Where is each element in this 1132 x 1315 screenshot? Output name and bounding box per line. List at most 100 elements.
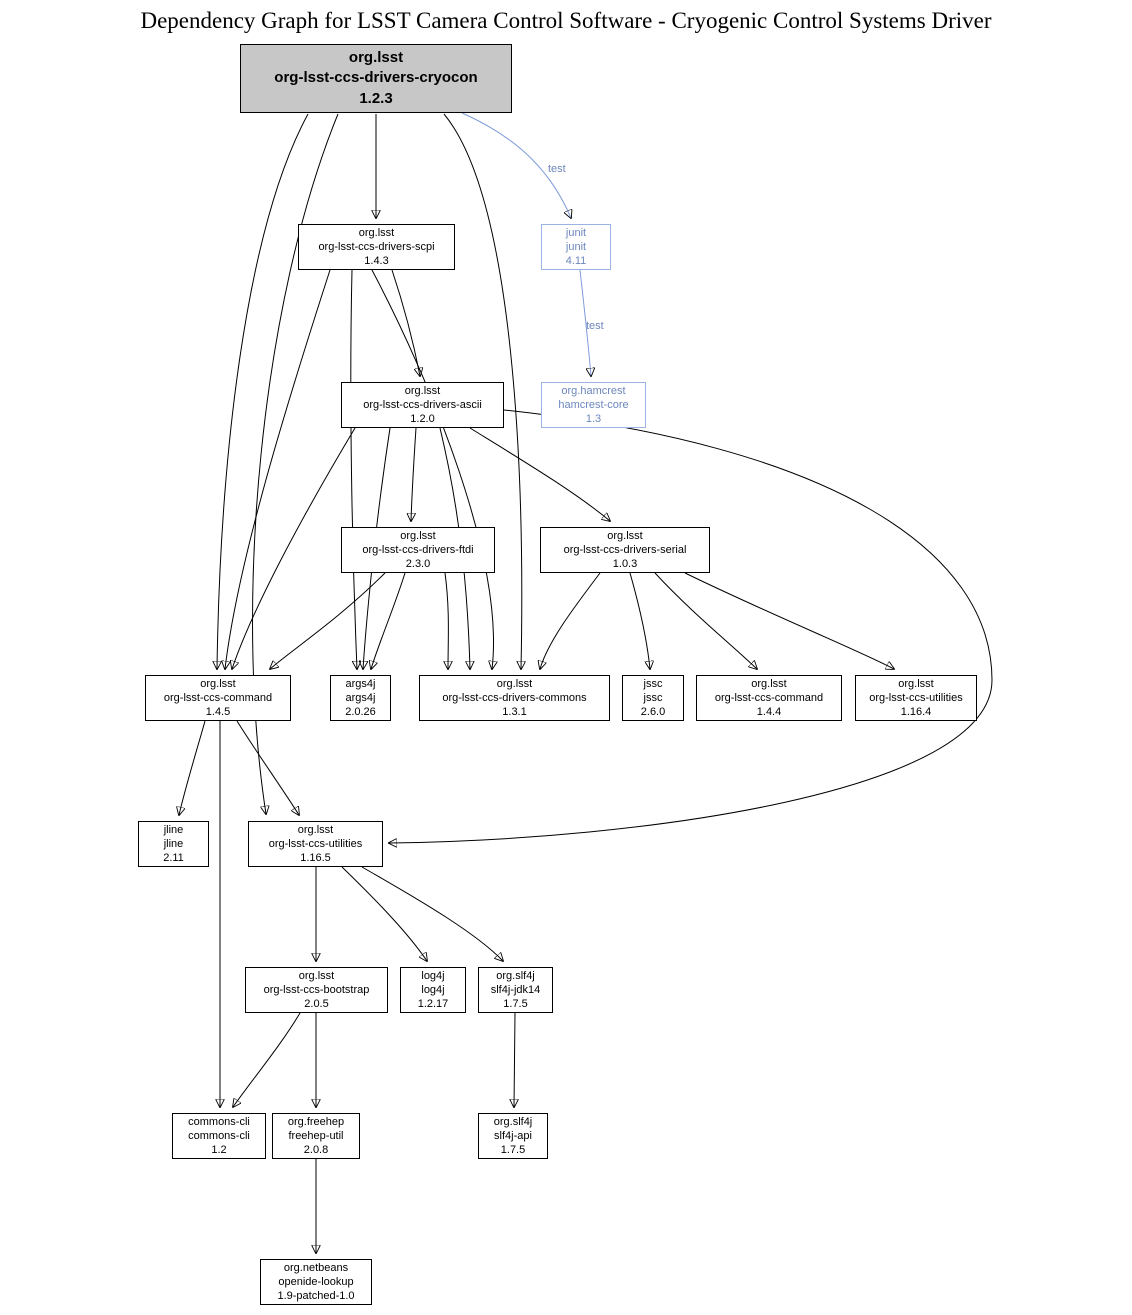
node-group: org.lsst: [358, 226, 395, 239]
node-version: 1.2: [211, 1144, 227, 1157]
node-artifact: junit: [565, 240, 587, 253]
node-version: 1.3: [585, 413, 602, 426]
edge-ftdi-commons-131: [445, 572, 448, 669]
node-version: 2.0.5: [304, 998, 329, 1011]
edge-ascii-utilities-1165: [389, 409, 993, 843]
node-group: org.lsst: [298, 969, 335, 982]
node-drivers-serial: org.lsst org-lsst-ccs-drivers-serial 1.0…: [540, 527, 710, 573]
node-artifact: org-lsst-ccs-drivers-ascii: [363, 398, 482, 411]
node-version: 1.0.3: [612, 558, 638, 571]
node-group: org.lsst: [297, 823, 334, 836]
edge-utilities-1165-log4j: [341, 866, 427, 961]
edge-label-test-cryocon-junit: test: [548, 163, 566, 175]
node-jline: jline jline 2.11: [138, 821, 209, 867]
node-version: 1.2.0: [410, 413, 435, 426]
edge-bootstrap-commons-cli: [233, 1012, 301, 1107]
node-group: org.lsst: [898, 677, 934, 690]
node-artifact: freehep-util: [288, 1129, 344, 1142]
edge-scpi-args4j: [350, 269, 357, 669]
edge-ftdi-args4j: [371, 572, 406, 669]
node-artifact: commons-cli: [188, 1129, 250, 1142]
edge-scpi-commons-131: [371, 269, 493, 669]
node-freehep-util: org.freehep freehep-util 2.0.8: [272, 1113, 360, 1159]
node-artifact: org-lsst-ccs-utilities: [268, 837, 363, 850]
node-slf4j-api: org.slf4j slf4j-api 1.7.5: [478, 1113, 548, 1159]
node-version: 1.16.5: [300, 852, 331, 865]
node-version: 1.7.5: [500, 1144, 526, 1157]
edge-label-test-junit-hamcrest: test: [586, 320, 604, 332]
edge-command-145-utilities-1165: [236, 720, 299, 815]
node-version: 2.0.26: [345, 706, 376, 719]
node-artifact: org-lsst-ccs-command: [163, 691, 273, 704]
edge-ascii-command-145: [232, 427, 356, 669]
edge-serial-commons-131: [540, 572, 601, 669]
node-version: 2.0.8: [303, 1144, 329, 1157]
node-group: org.slf4j: [493, 1115, 533, 1128]
edge-serial-command-144: [654, 572, 757, 669]
node-drivers-cryocon: org.lsst org-lsst-ccs-drivers-cryocon 1.…: [240, 44, 512, 113]
edge-serial-utilities-1164: [684, 572, 894, 669]
node-group: commons-cli: [188, 1115, 250, 1128]
node-artifact: jline: [163, 837, 184, 850]
edge-scpi-command-145: [225, 269, 331, 669]
node-args4j: args4j args4j 2.0.26: [330, 675, 391, 721]
edge-slf4j-jdk14-slf4j-api: [514, 1012, 515, 1107]
node-version: 2.11: [163, 852, 184, 865]
node-log4j: log4j log4j 1.2.17: [400, 967, 466, 1013]
node-drivers-commons: org.lsst org-lsst-ccs-drivers-commons 1.…: [419, 675, 610, 721]
node-artifact: org-lsst-ccs-utilities: [869, 691, 963, 704]
node-hamcrest-core: org.hamcrest hamcrest-core 1.3: [541, 382, 646, 428]
node-group: org.netbeans: [283, 1261, 349, 1274]
node-jssc: jssc jssc 2.6.0: [622, 675, 684, 721]
edge-ascii-ftdi: [411, 427, 417, 521]
node-group: org.lsst: [400, 529, 436, 542]
node-group: org.lsst: [404, 384, 441, 397]
node-artifact: openide-lookup: [278, 1275, 354, 1288]
node-commons-cli: commons-cli commons-cli 1.2: [172, 1113, 266, 1159]
node-artifact: org-lsst-ccs-drivers-cryocon: [274, 69, 478, 87]
node-ccs-command-145: org.lsst org-lsst-ccs-command 1.4.5: [145, 675, 291, 721]
node-artifact: org-lsst-ccs-drivers-serial: [563, 543, 687, 556]
graph-title: Dependency Graph for LSST Camera Control…: [140, 8, 992, 33]
node-artifact: org-lsst-ccs-drivers-commons: [442, 691, 587, 704]
node-ccs-command-144: org.lsst org-lsst-ccs-command 1.4.4: [696, 675, 842, 721]
edge-serial-jssc: [629, 572, 650, 669]
node-version: 1.3.1: [502, 706, 527, 719]
node-version: 2.6.0: [640, 706, 666, 719]
node-drivers-ftdi: org.lsst org-lsst-ccs-drivers-ftdi 2.3.0: [341, 527, 495, 573]
node-version: 1.2.3: [359, 89, 393, 107]
node-group: org.lsst: [751, 677, 787, 690]
node-ccs-utilities-1165: org.lsst org-lsst-ccs-utilities 1.16.5: [248, 821, 383, 867]
node-group: log4j: [421, 969, 445, 982]
edge-ascii-serial: [469, 427, 610, 521]
node-artifact: org-lsst-ccs-bootstrap: [263, 983, 370, 996]
node-slf4j-jdk14: org.slf4j slf4j-jdk14 1.7.5: [478, 967, 553, 1013]
node-version: 2.3.0: [405, 558, 431, 571]
node-artifact: slf4j-jdk14: [490, 983, 541, 996]
node-group: org.freehep: [287, 1115, 345, 1128]
edge-junit-hamcrest: [579, 269, 591, 376]
node-artifact: args4j: [345, 691, 376, 704]
node-artifact: jssc: [643, 691, 663, 704]
edge-ftdi-command-145: [270, 572, 386, 669]
node-artifact: log4j: [421, 983, 445, 996]
node-group: jline: [163, 823, 184, 836]
node-artifact: slf4j-api: [494, 1129, 532, 1142]
node-version: 1.4.3: [364, 255, 389, 268]
node-artifact: org-lsst-ccs-drivers-scpi: [318, 240, 435, 253]
node-group: junit: [565, 226, 587, 239]
node-group: org.hamcrest: [561, 384, 626, 397]
node-version: 1.2.17: [417, 998, 449, 1011]
edge-command-145-jline: [179, 720, 206, 815]
node-openide-lookup: org.netbeans openide-lookup 1.9-patched-…: [260, 1259, 372, 1305]
node-version: 1.9-patched-1.0: [277, 1290, 355, 1303]
node-version: 1.7.5: [503, 998, 528, 1011]
node-junit: junit junit 4.11: [541, 224, 611, 270]
node-artifact: org-lsst-ccs-drivers-ftdi: [362, 543, 474, 556]
node-artifact: org-lsst-ccs-command: [714, 691, 824, 704]
node-drivers-scpi: org.lsst org-lsst-ccs-drivers-scpi 1.4.3: [298, 224, 455, 270]
node-version: 1.16.4: [900, 706, 932, 719]
edge-cryocon-commons-131: [443, 113, 522, 669]
